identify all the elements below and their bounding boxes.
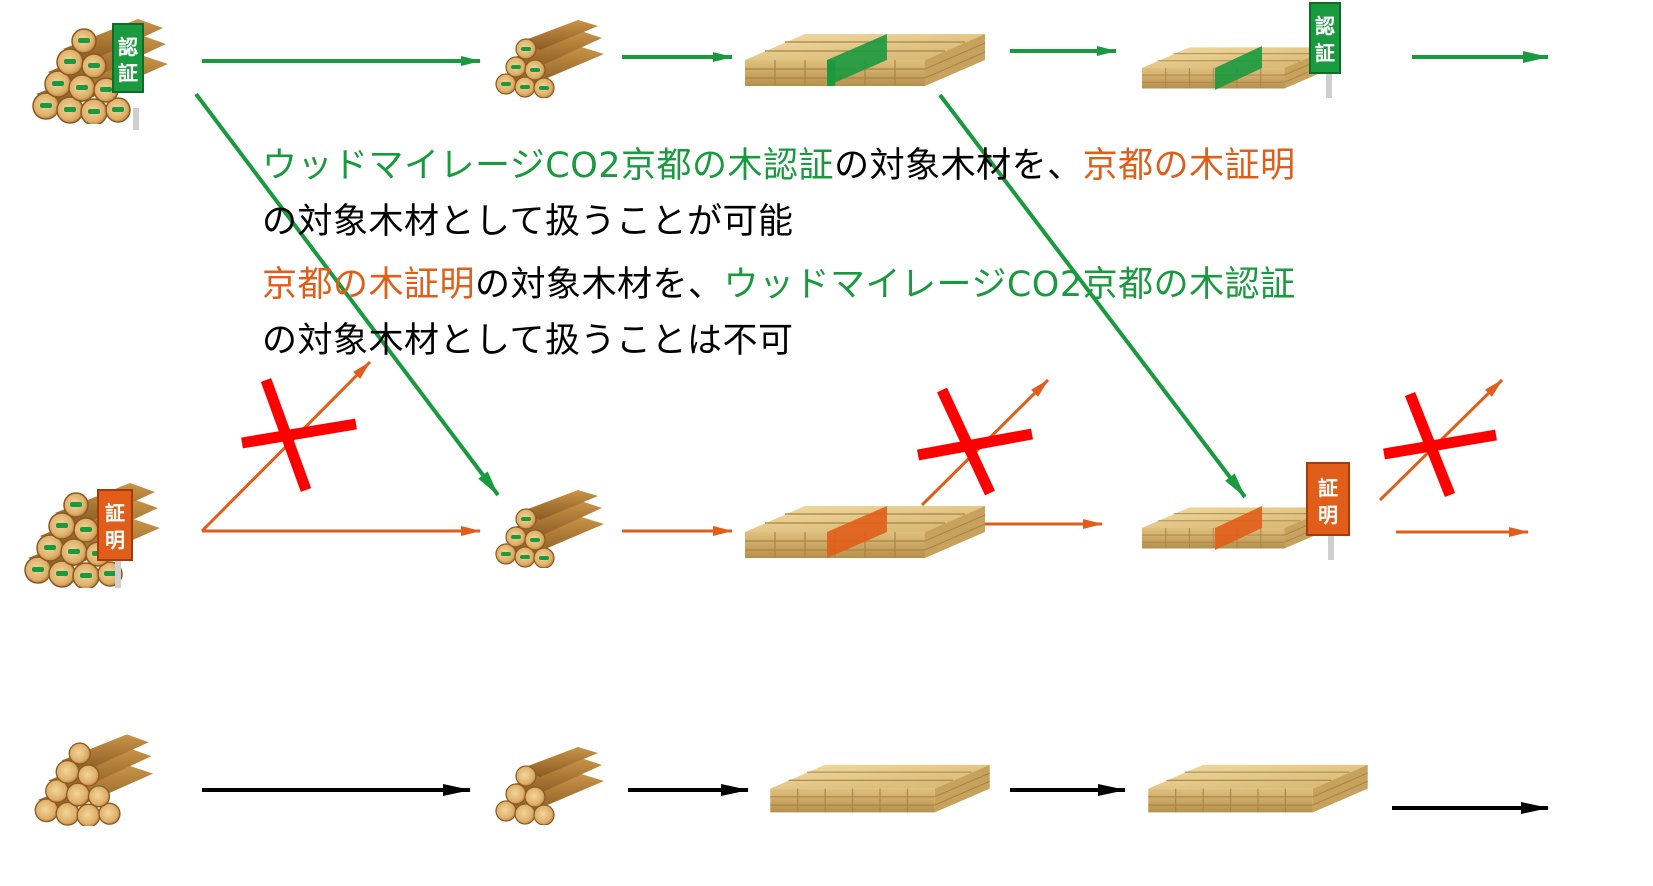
caption-line-3: 京都の木証明の対象木材を、ウッドマイレージCO2京都の木認証 (262, 259, 1296, 311)
row-green: 認 証 認 証 (32, 2, 1549, 130)
log-pile-certified (32, 18, 169, 124)
sign-proof2-char1: 証 (1318, 476, 1338, 500)
caption-1-black: の対象木材を、 (834, 146, 1083, 186)
row-black (34, 733, 1549, 826)
cross-mark-1 (241, 378, 357, 492)
cross-mark-3 (1383, 391, 1497, 498)
lumber-green-band (745, 33, 985, 87)
lumber-plain-2 (1148, 764, 1368, 813)
caption-3-green: ウッドマイレージCO2京都の木認証 (723, 265, 1296, 305)
lumber-plain-1 (770, 764, 990, 813)
arrow-green-diagonal-2 (938, 93, 1247, 499)
caption-1-green: ウッドマイレージCO2京都の木認証 (262, 146, 835, 186)
lumber-orange-proof (1142, 506, 1332, 550)
certified-sign: 認 証 (112, 23, 144, 130)
log-pile-plain (34, 733, 154, 826)
proof-sign: 証 明 (97, 489, 133, 588)
caption-1-orange: 京都の木証明 (1082, 146, 1296, 186)
sign-proof-char2: 明 (105, 528, 125, 552)
log-pile-proof (24, 482, 161, 588)
caption-line-2: の対象木材として扱うことが可能 (262, 202, 794, 242)
sign-certified2-char2: 証 (1315, 41, 1335, 65)
log-pile-small-orange (495, 489, 605, 568)
caption-line-1: ウッドマイレージCO2京都の木認証の対象木材を、京都の木証明 (262, 140, 1296, 192)
sign-certified-char2: 証 (118, 61, 138, 85)
arrow-green-diagonal-1 (194, 92, 500, 497)
caption-line-4: の対象木材として扱うことは不可 (262, 321, 794, 361)
proof-sign-2: 証 明 (1306, 462, 1350, 560)
lumber-orange-band (745, 505, 985, 559)
certified-sign-2: 認 証 (1309, 2, 1341, 98)
cross-mark-2 (917, 387, 1033, 496)
sign-proof-char1: 証 (105, 501, 125, 525)
caption-3-orange: 京都の木証明 (262, 265, 476, 305)
row-orange: 証 明 証 明 (24, 360, 1529, 588)
sign-certified2-char1: 認 (1315, 14, 1335, 38)
sign-proof2-char2: 明 (1318, 503, 1338, 527)
log-pile-small-green (495, 19, 605, 98)
log-pile-small-plain (495, 746, 605, 825)
caption-3-black: の対象木材を、 (475, 265, 724, 305)
lumber-green-certified (1142, 46, 1332, 90)
sign-certified-char1: 認 (118, 35, 138, 59)
